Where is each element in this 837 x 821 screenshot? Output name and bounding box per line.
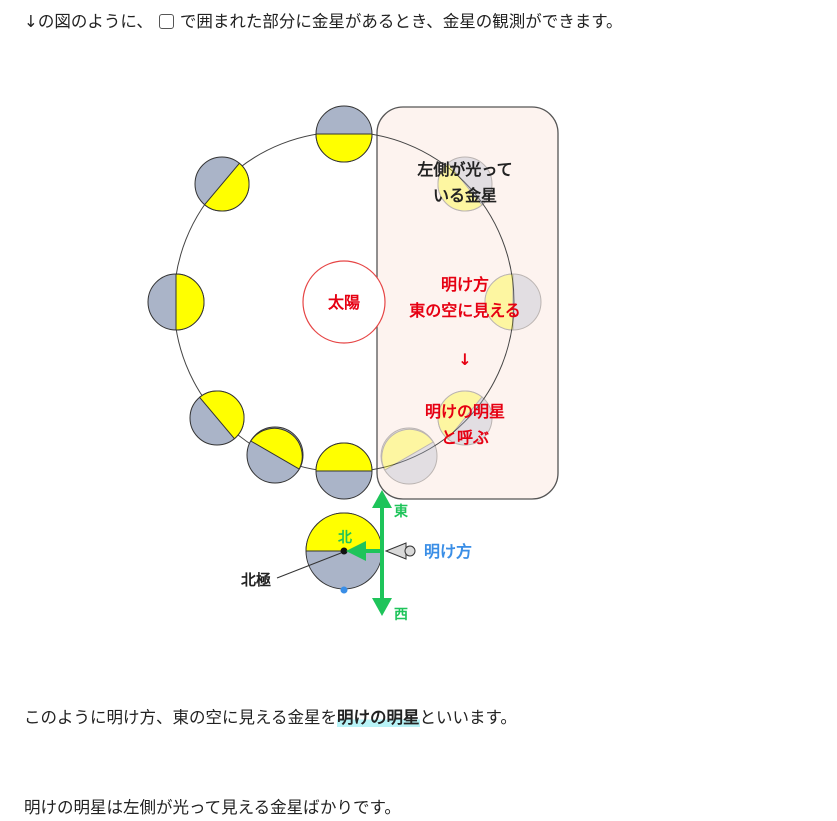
earth-north-label: 北: [338, 530, 352, 546]
venus-panel-right: [484, 273, 542, 331]
venus-left: [147, 273, 205, 331]
venus-panel-upper: [437, 156, 493, 212]
west-arrowhead-icon: [372, 598, 392, 616]
venus-upper-left: [194, 156, 250, 212]
observer-label: 明け方: [424, 542, 472, 561]
observer-icon: [384, 542, 416, 560]
earth: [305, 512, 383, 594]
east-arrowhead-icon: [372, 490, 392, 508]
direction-arrows: [346, 490, 392, 616]
venus-lower-left: [189, 390, 245, 446]
name-line1: 明けの明星: [425, 402, 505, 421]
note-text: 明けの明星は左側が光って見える金星ばかりです。: [24, 798, 401, 817]
west-label: 西: [394, 607, 408, 623]
intro-prefix: ↓の図のように、: [24, 12, 153, 31]
north-pole-leader: [276, 552, 342, 579]
summary-text: このように明け方、東の空に見える金星を明けの明星といいます。: [24, 704, 517, 728]
panel-title-line2: いる金星: [433, 186, 497, 205]
earth-south-dot: [340, 586, 348, 594]
venus-panel-lower: [437, 390, 493, 446]
venus-orbit-diagram: 太陽: [147, 105, 559, 623]
sun-label: 太陽: [327, 293, 360, 312]
north-pole-label: 北極: [241, 571, 271, 589]
venus-phases-left: [147, 105, 373, 500]
panel-title-line1: 左側が光って: [416, 160, 512, 179]
north-arrowhead-icon: [346, 541, 366, 561]
intro-suffix: で囲まれた部分に金星があるとき、金星の観測ができます。: [179, 12, 623, 31]
venus-bottom-left: [246, 426, 304, 484]
venus-bottom: [315, 442, 373, 500]
summary-prefix: このように明け方、東の空に見える金星を: [24, 708, 338, 727]
down-arrow-icon: ↓: [458, 350, 471, 369]
north-pole-dot: [340, 547, 348, 555]
sun-circle: [302, 260, 386, 344]
intro-text: ↓の図のように、 で囲まれた部分に金星があるとき、金星の観測ができます。: [24, 8, 623, 32]
east-label: 東: [394, 503, 408, 520]
summary-suffix: といいます。: [419, 708, 517, 727]
venus-top: [315, 105, 373, 163]
dawn-line2: 東の空に見える: [409, 301, 521, 320]
box-symbol-icon: [158, 14, 174, 29]
summary-term: 明けの明星: [337, 708, 420, 727]
venus-panel-bottom: [380, 427, 438, 485]
venus-phases-panel: [380, 156, 542, 485]
dawn-line1: 明け方: [441, 275, 489, 294]
name-line2: と呼ぶ: [441, 428, 489, 447]
